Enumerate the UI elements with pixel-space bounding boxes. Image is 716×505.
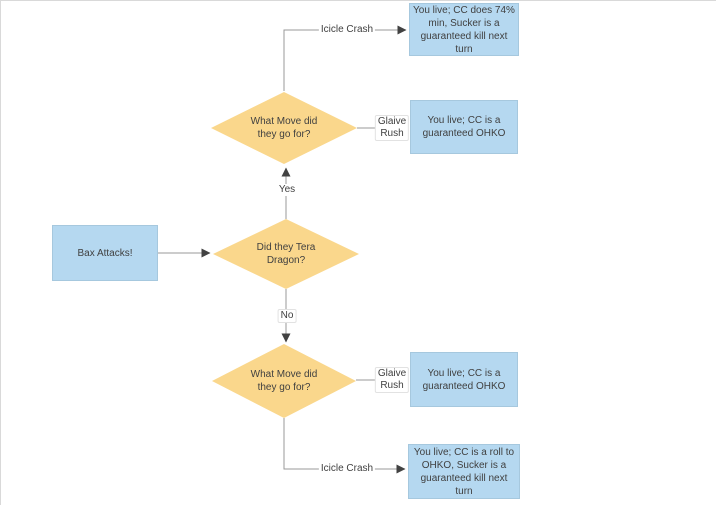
edge-label-glaive-rush-bottom[interactable]: Glaive Rush xyxy=(374,367,410,393)
edge-label-icicle-crash-bottom[interactable]: Icicle Crash xyxy=(318,463,376,475)
node-decision-move-top-label: What Move did they go for? xyxy=(250,116,318,140)
node-outcome-glaive-tera[interactable]: You live; CC is a guaranteed OHKO xyxy=(410,100,518,154)
node-bax-attacks-label: Bax Attacks! xyxy=(77,247,133,259)
node-outcome-icicle-tera[interactable]: You live; CC does 74% min, Sucker is a g… xyxy=(409,3,519,56)
edge-label-glaive-rush-top[interactable]: Glaive Rush xyxy=(374,115,410,141)
edge-move-top-icicle-to-outcome[interactable] xyxy=(283,25,407,91)
node-outcome-glaive-no-tera[interactable]: You live; CC is a guaranteed OHKO xyxy=(410,352,518,407)
node-bax-attacks[interactable]: Bax Attacks! xyxy=(52,225,158,281)
node-decision-tera-dragon-label: Did they Tera Dragon? xyxy=(256,242,316,266)
edge-label-no[interactable]: No xyxy=(277,309,297,323)
edge-label-icicle-crash-top[interactable]: Icicle Crash xyxy=(318,24,376,36)
node-outcome-icicle-no-tera[interactable]: You live; CC is a roll to OHKO, Sucker i… xyxy=(408,444,520,499)
node-outcome-glaive-no-tera-label: You live; CC is a guaranteed OHKO xyxy=(422,367,506,392)
edge-label-yes[interactable]: Yes xyxy=(276,184,298,196)
node-outcome-glaive-tera-label: You live; CC is a guaranteed OHKO xyxy=(422,115,506,139)
node-outcome-icicle-no-tera-label: You live; CC is a roll to OHKO, Sucker i… xyxy=(413,446,515,497)
node-outcome-icicle-tera-label: You live; CC does 74% min, Sucker is a g… xyxy=(413,4,515,55)
node-decision-move-bottom-label: What Move did they go for? xyxy=(250,369,318,393)
edge-move-bottom-icicle-to-outcome[interactable] xyxy=(283,418,406,474)
